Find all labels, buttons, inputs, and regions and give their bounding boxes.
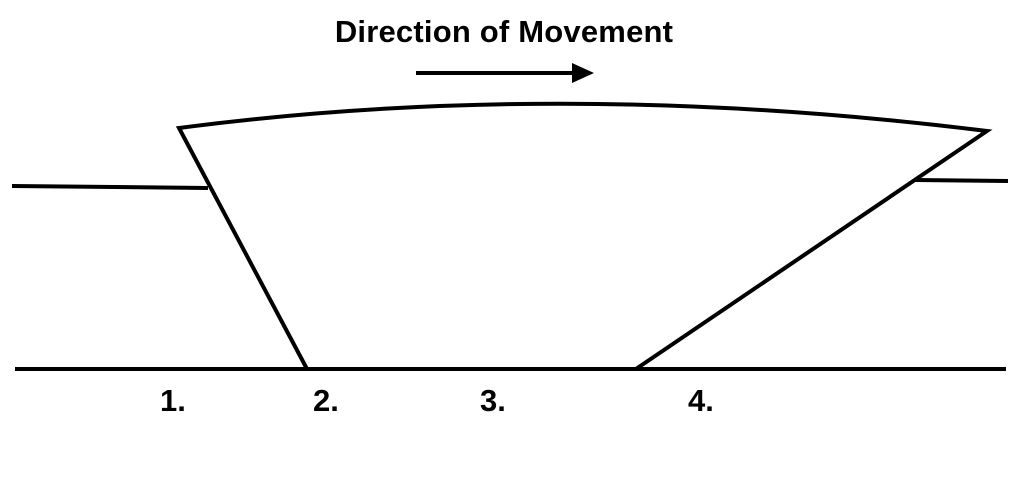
direction-arrow-head — [572, 63, 594, 83]
left-surface-line — [11, 184, 209, 190]
position-label-1: 1. — [160, 383, 186, 418]
moving-body-outline — [175, 101, 993, 371]
position-label-3: 3. — [480, 383, 506, 418]
diagram-title: Direction of Movement — [334, 14, 674, 49]
position-label-2: 2. — [313, 383, 339, 418]
right-surface-line — [914, 178, 1009, 183]
position-label-4: 4. — [688, 383, 714, 418]
